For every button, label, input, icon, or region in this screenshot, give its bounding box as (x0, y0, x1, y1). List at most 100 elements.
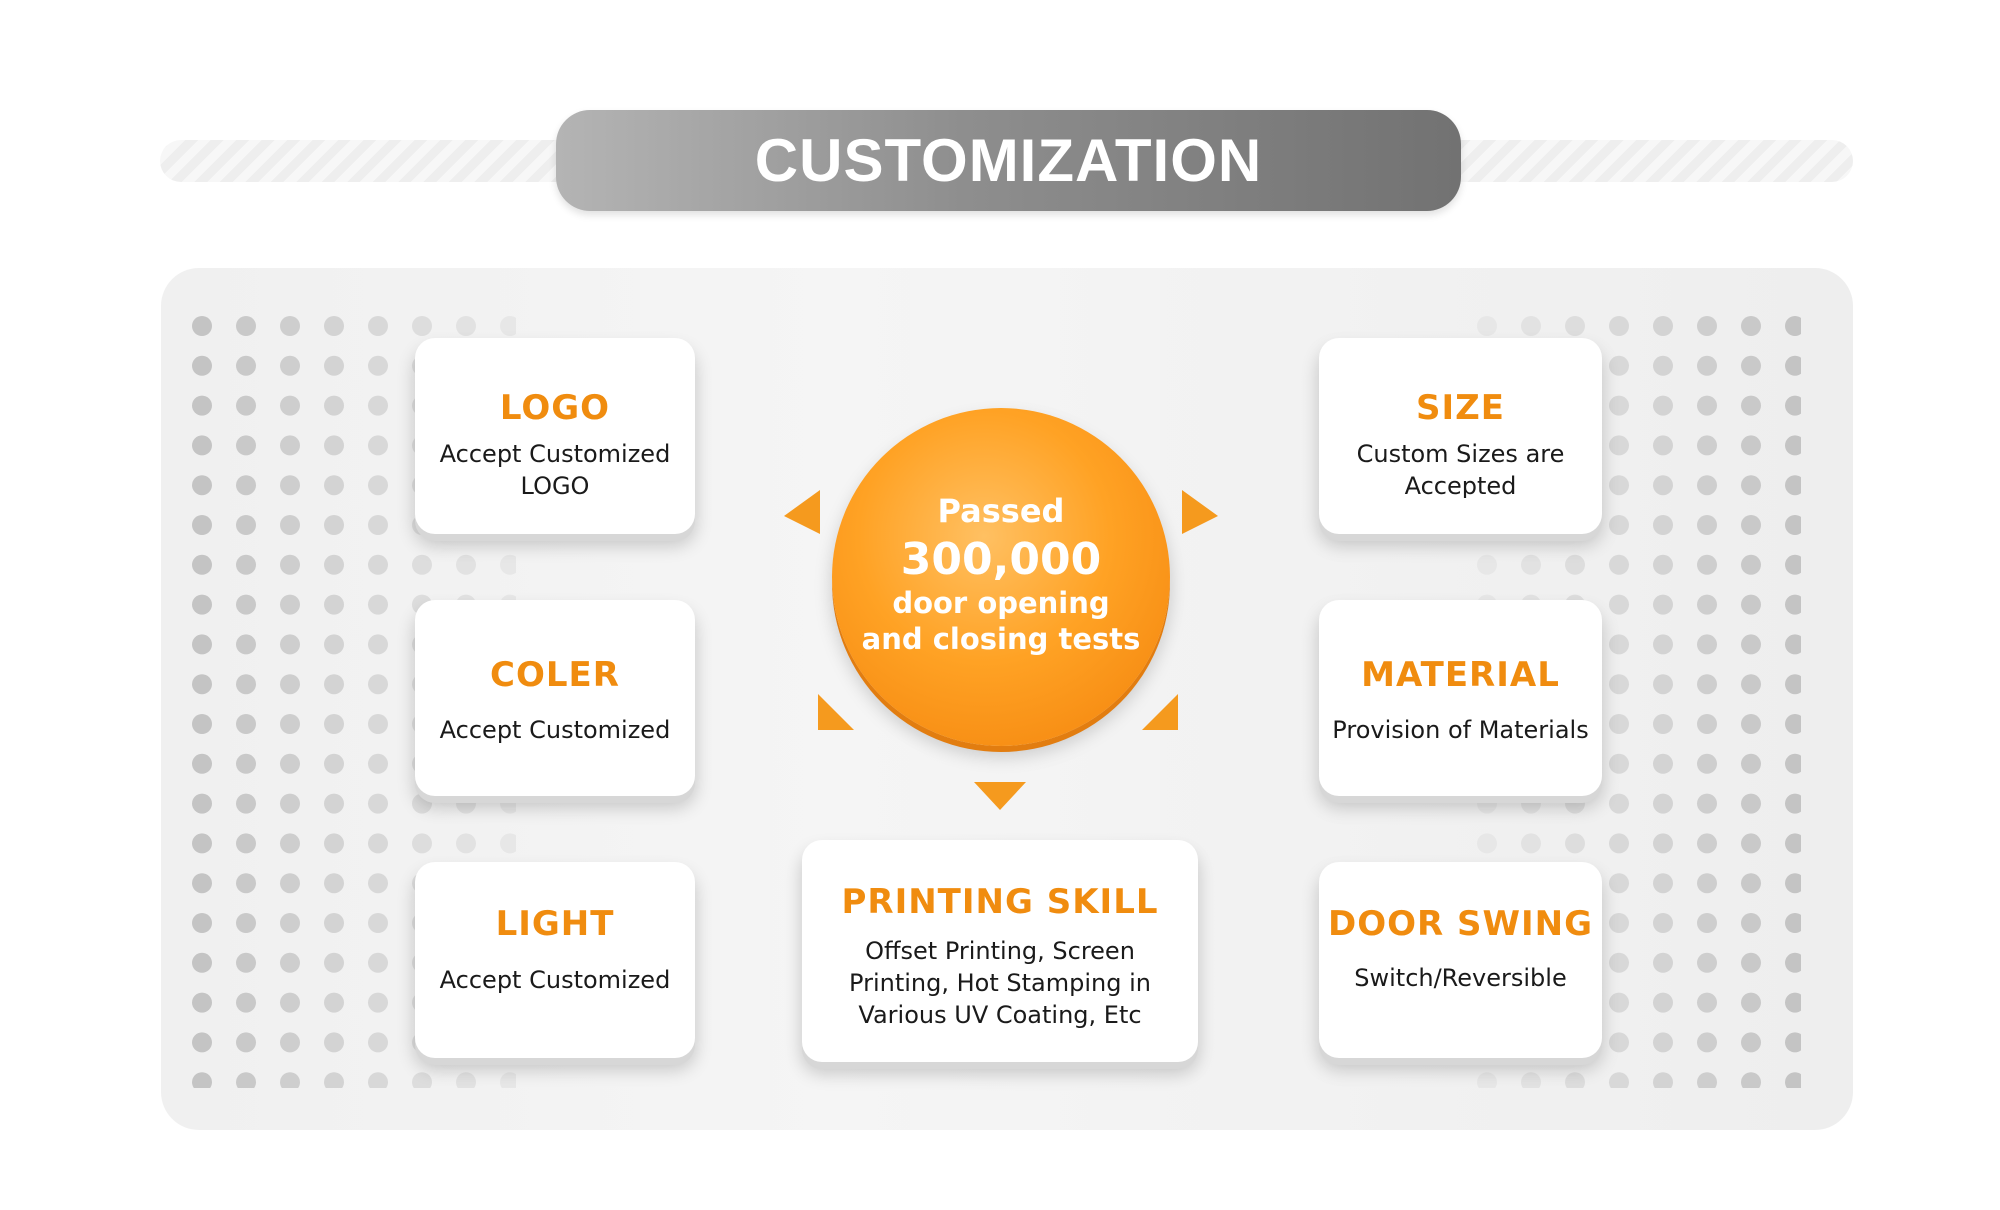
pattern-dot (1565, 833, 1585, 854)
pattern-dot (236, 833, 256, 854)
pattern-dot (456, 793, 476, 814)
pattern-dot (1741, 753, 1761, 774)
pattern-dot (1477, 1072, 1497, 1088)
pattern-dot (324, 515, 344, 535)
pattern-dot (1609, 1032, 1629, 1053)
pattern-dot (324, 634, 344, 655)
pattern-dot (324, 594, 344, 615)
pattern-dot (1653, 554, 1673, 575)
pattern-dot (368, 952, 388, 973)
pattern-dot (1785, 1072, 1801, 1088)
pattern-dot (1609, 833, 1629, 854)
pattern-dot (368, 435, 388, 456)
pattern-dot (1697, 1072, 1717, 1088)
pattern-dot (280, 952, 300, 973)
pattern-dot (1609, 395, 1629, 416)
pattern-dot (192, 355, 212, 376)
pattern-dot (1653, 952, 1673, 973)
pattern-dot (1697, 793, 1717, 814)
pattern-dot (1697, 952, 1717, 973)
pattern-dot (236, 674, 256, 695)
pattern-dot (1741, 594, 1761, 615)
pattern-dot (192, 992, 212, 1013)
pattern-dot (236, 1032, 256, 1053)
pattern-dot (192, 515, 212, 535)
pattern-dot (1609, 992, 1629, 1013)
pattern-dot (192, 634, 212, 655)
pattern-dot (1521, 833, 1541, 854)
pattern-dot (1609, 515, 1629, 535)
pattern-dot (280, 1032, 300, 1053)
pattern-dot (368, 1072, 388, 1088)
pattern-dot (236, 952, 256, 973)
pattern-dot (280, 554, 300, 575)
arrow-bottom-right-icon (1142, 694, 1178, 730)
pattern-dot (1653, 753, 1673, 774)
pattern-dot (1697, 634, 1717, 655)
pattern-dot (1741, 714, 1761, 734)
pattern-dot (1697, 873, 1717, 894)
pattern-dot (324, 1032, 344, 1053)
card-title: DOOR SWING (1327, 904, 1594, 944)
pattern-dot (456, 316, 476, 336)
arrow-top-left-icon (784, 490, 820, 534)
pattern-dot (324, 355, 344, 376)
pattern-dot (1785, 1032, 1801, 1053)
pattern-dot (1697, 316, 1717, 336)
pattern-dot (280, 594, 300, 615)
pattern-dot (1741, 316, 1761, 336)
pattern-dot (1521, 1072, 1541, 1088)
badge-line-4: and closing tests (861, 622, 1141, 656)
pattern-dot (1785, 316, 1801, 336)
pattern-dot (1565, 793, 1585, 814)
pattern-dot (324, 833, 344, 854)
pattern-dot (368, 793, 388, 814)
pattern-dot (280, 873, 300, 894)
pattern-dot (368, 594, 388, 615)
pattern-dot (1653, 992, 1673, 1013)
pattern-dot (1609, 475, 1629, 496)
pattern-dot (236, 873, 256, 894)
pattern-dot (236, 395, 256, 416)
card-title: SIZE (1415, 388, 1506, 428)
pattern-dot (1697, 594, 1717, 615)
pattern-dot (324, 793, 344, 814)
pattern-dot (368, 913, 388, 933)
pattern-dot (1785, 753, 1801, 774)
pattern-dot (1785, 952, 1801, 973)
pattern-dot (1785, 355, 1801, 376)
pattern-dot (192, 435, 212, 456)
pattern-dot (1741, 873, 1761, 894)
pattern-dot (1653, 1032, 1673, 1053)
pattern-dot (1653, 873, 1673, 894)
pattern-dot (280, 435, 300, 456)
pattern-dot (324, 753, 344, 774)
pattern-dot (236, 594, 256, 615)
pattern-dot (368, 395, 388, 416)
pattern-dot (192, 753, 212, 774)
pattern-dot (368, 634, 388, 655)
pattern-dot (1653, 316, 1673, 336)
pattern-dot (1741, 515, 1761, 535)
pattern-dot (1785, 793, 1801, 814)
pattern-dot (324, 554, 344, 575)
card-description: Provision of Materials (1332, 716, 1589, 744)
pattern-dot (1785, 873, 1801, 894)
pattern-dot (1741, 435, 1761, 456)
pattern-dot (1521, 316, 1541, 336)
card-coler: COLER Accept Customized (415, 600, 695, 796)
pattern-dot (1697, 992, 1717, 1013)
pattern-dot (1653, 475, 1673, 496)
pattern-dot (280, 634, 300, 655)
card-printing-skill: PRINTING SKILL Offset Printing, Screen P… (802, 840, 1198, 1062)
pattern-dot (1609, 594, 1629, 615)
pattern-dot (1785, 714, 1801, 734)
pattern-dot (1741, 475, 1761, 496)
pattern-dot (192, 475, 212, 496)
pattern-dot (1653, 1072, 1673, 1088)
arrow-bottom-left-icon (818, 694, 854, 730)
pattern-dot (500, 793, 516, 814)
page-title: CUSTOMIZATION (754, 127, 1263, 194)
card-size: SIZE Custom Sizes are Accepted (1319, 338, 1602, 534)
pattern-dot (1785, 554, 1801, 575)
